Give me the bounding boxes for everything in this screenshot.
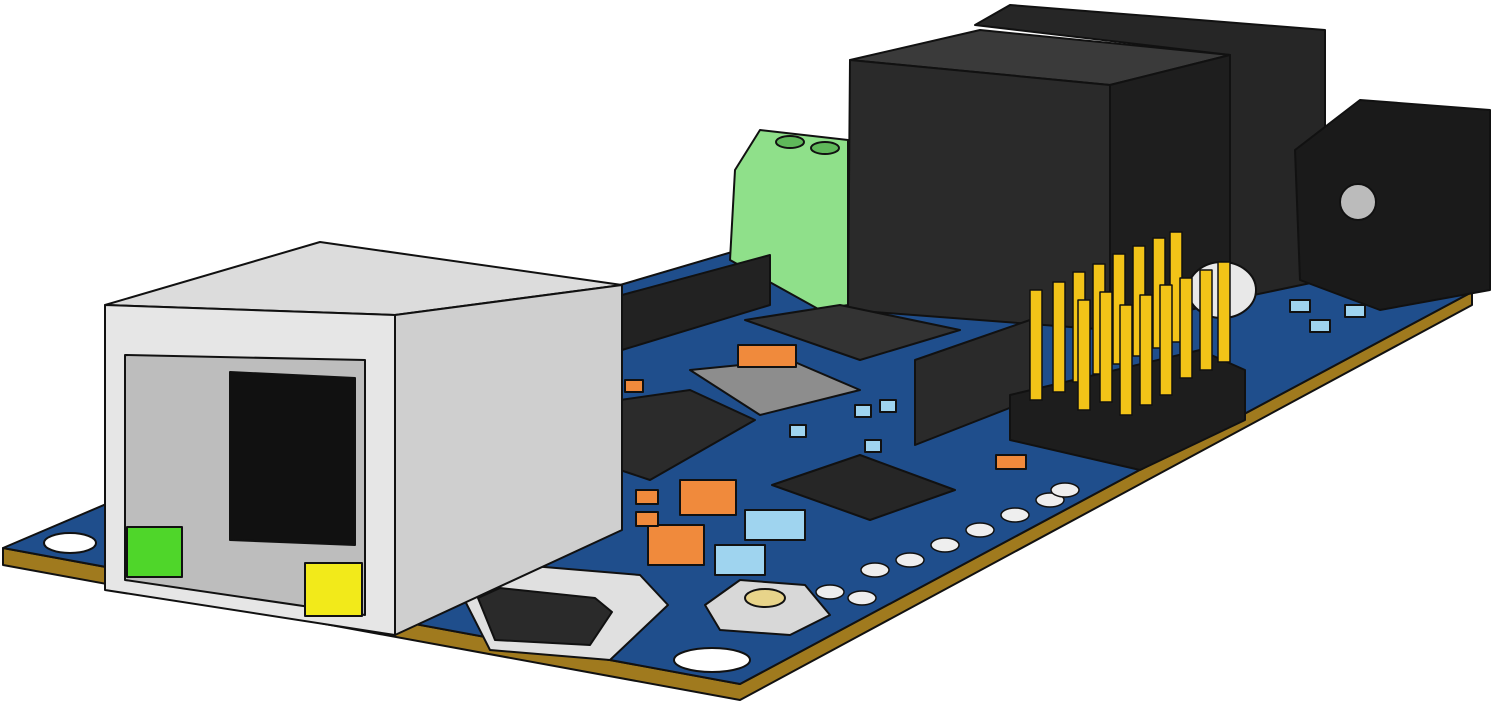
mounting-hole xyxy=(43,532,97,554)
terminal-screw xyxy=(775,135,805,149)
led-green xyxy=(126,526,183,578)
micro-usb-opening xyxy=(477,587,613,646)
push-button-cap xyxy=(744,588,786,608)
ic-chip xyxy=(771,454,956,521)
dc-jack xyxy=(1294,99,1491,311)
smd-components xyxy=(624,299,1366,576)
ic-chip xyxy=(744,304,961,361)
dc-jack-screw xyxy=(1339,183,1377,221)
solder-pads xyxy=(815,482,1080,606)
terminal-screw xyxy=(810,141,840,155)
mounting-hole xyxy=(673,647,751,673)
header-pins xyxy=(1029,231,1231,416)
rj45-opening xyxy=(229,371,356,546)
relay-front xyxy=(847,59,1111,331)
led-yellow xyxy=(304,562,363,617)
